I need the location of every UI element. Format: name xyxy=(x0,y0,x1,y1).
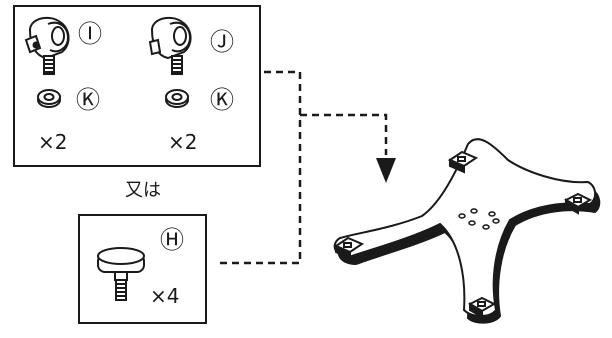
stand-base-plate xyxy=(333,138,601,324)
connector-lines xyxy=(216,70,388,265)
arrow-down-icon xyxy=(376,158,396,183)
washer-k-left-icon xyxy=(37,89,61,108)
part-j-label: Ⓙ xyxy=(210,28,234,56)
alternative-label: 又は xyxy=(125,180,161,201)
foot-pad-left xyxy=(333,236,365,260)
washer-k-left-label: Ⓚ xyxy=(76,86,100,114)
parts-box-ijk: Ⓘ Ⓚ ×2 Ⓙ Ⓚ ×2 xyxy=(13,5,261,167)
part-i-label: Ⓘ xyxy=(78,20,102,48)
foot-pad-right xyxy=(563,192,593,215)
center-holes xyxy=(458,208,500,230)
clamp-j-icon xyxy=(148,16,192,75)
part-h-label: Ⓗ xyxy=(160,226,184,254)
washer-k-right-label: Ⓚ xyxy=(210,86,234,114)
washer-k-right-icon xyxy=(165,89,189,108)
quantity-h: ×4 xyxy=(150,284,179,308)
clamp-i-icon xyxy=(24,16,70,75)
quantity-left: ×2 xyxy=(38,130,67,154)
foot-pad-top xyxy=(447,150,479,174)
quantity-right: ×2 xyxy=(168,130,197,154)
parts-box-h: Ⓗ ×4 xyxy=(78,214,207,324)
foot-pad-bottom xyxy=(467,296,497,319)
thumbscrew-h-icon xyxy=(97,247,145,301)
